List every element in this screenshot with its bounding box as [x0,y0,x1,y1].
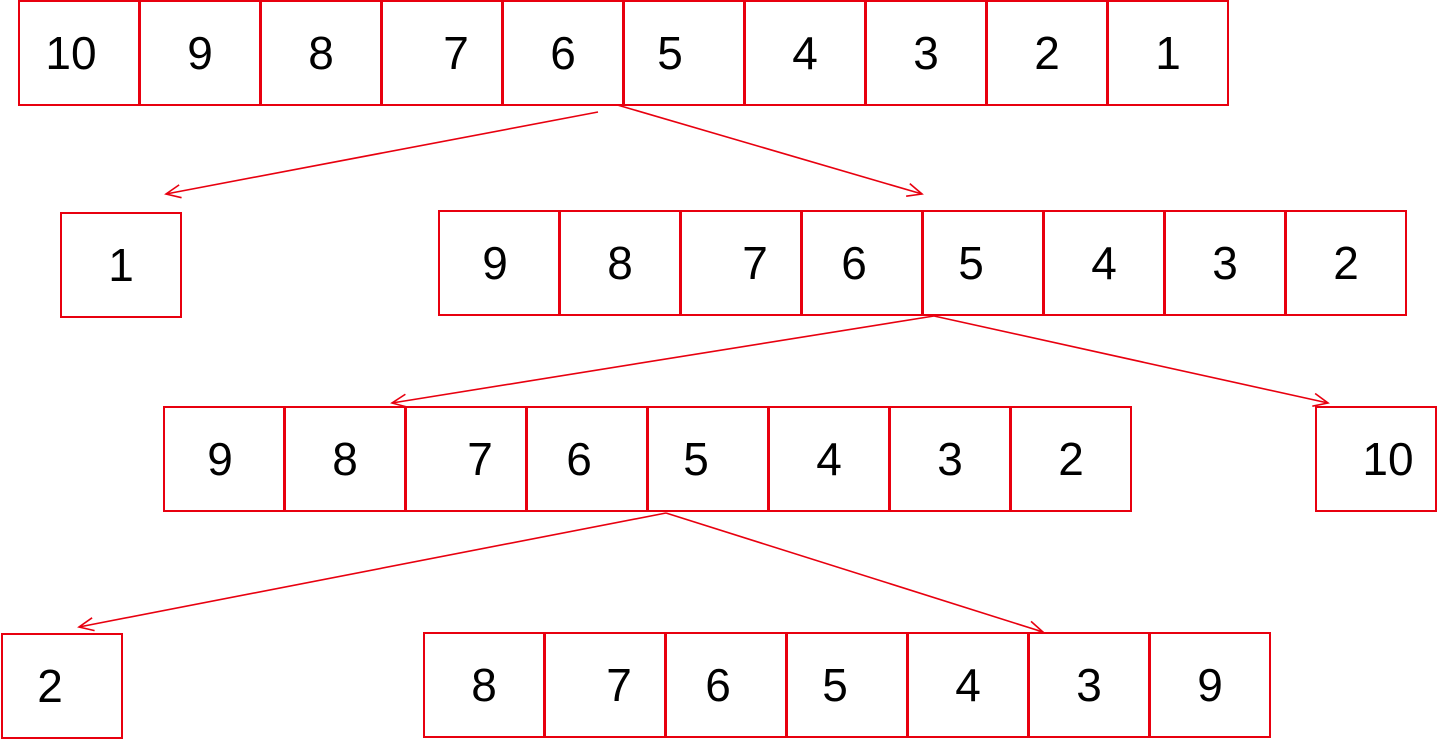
level-0-cell-8: 3 [865,0,987,106]
level-2-left-cell-5: 5 [647,406,769,512]
level-3-right-cell-2: 7 [544,632,666,738]
arrow-level-2-left-to-level-3-right [665,512,1045,635]
arrowhead-icon [1312,392,1330,408]
arrow-level-2-left-to-level-3-left [77,512,667,632]
arrow-level-1-right-to-level-2-left [390,315,935,408]
level-3-right-cell-6: 3 [1028,632,1150,738]
level-2-left-cell-8: 2 [1010,406,1132,512]
level-2-left-cell-4: 6 [526,406,648,512]
level-1-right-cell-7: 3 [1164,210,1286,316]
level-2-left-cell-1: 9 [163,406,285,512]
arrowhead-icon [77,617,95,632]
level-3-right-cell-5: 4 [907,632,1029,738]
level-0-cell-9: 2 [986,0,1108,106]
level-3-right-cell-1: 8 [423,632,545,738]
level-1-left-cell-1: 1 [60,212,182,318]
level-3-left-cell-1: 2 [1,633,123,739]
level-2-right-cell-1: 10 [1315,406,1437,512]
level-2-left-cell-7: 3 [889,406,1011,512]
level-1-right-cell-1: 9 [438,210,560,316]
level-2-left-cell-2: 8 [284,406,406,512]
arrow-line [391,315,935,404]
level-1-right-cell-8: 2 [1285,210,1407,316]
arrowhead-icon [906,183,924,197]
level-1-right-cell-6: 4 [1043,210,1165,316]
level-2-left-cell-3: 7 [405,406,527,512]
level-0-cell-4: 7 [381,0,503,106]
level-0-cell-1: 10 [18,0,140,106]
arrow-level-1-right-to-level-2-right [933,315,1330,408]
level-3-right-cell-3: 6 [665,632,787,738]
level-0-cell-10: 1 [1107,0,1229,106]
arrow-level-0-to-level-1-left [164,111,599,199]
level-0-cell-7: 4 [744,0,866,106]
level-0-cell-5: 6 [502,0,624,106]
level-1-right-cell-3: 7 [680,210,802,316]
arrow-line [933,315,1329,404]
level-2-left-cell-6: 4 [768,406,890,512]
arrow-line [78,512,667,628]
level-3-right-cell-4: 5 [786,632,908,738]
level-0-cell-3: 8 [260,0,382,106]
arrow-level-0-to-level-1-right [613,103,924,197]
arrow-line [613,103,923,195]
arrowhead-icon [164,184,182,199]
level-0-cell-6: 5 [623,0,745,106]
level-1-right-cell-2: 8 [559,210,681,316]
level-1-right-cell-4: 6 [801,210,923,316]
level-0-cell-2: 9 [139,0,261,106]
arrow-line [165,111,599,195]
arrow-line [665,512,1044,633]
level-3-right-cell-7: 9 [1149,632,1271,738]
level-1-right-cell-5: 5 [922,210,1044,316]
